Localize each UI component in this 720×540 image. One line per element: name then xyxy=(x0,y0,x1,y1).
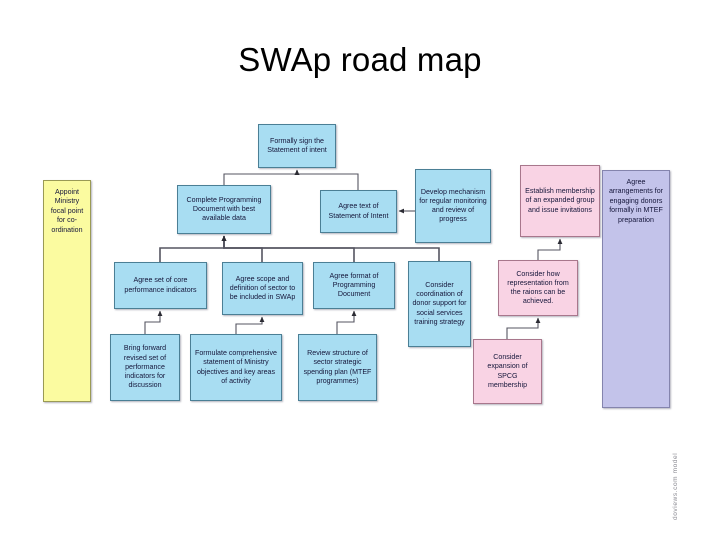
node-consider-spcg-expansion[interactable]: Consider expansion of SPCG membership xyxy=(473,339,542,404)
node-label: Formulate comprehensive statement of Min… xyxy=(194,349,277,385)
node-label: Develop mechanism for regular monitoring… xyxy=(419,187,487,224)
node-label: Agree text of Statement of Intent xyxy=(328,202,389,220)
node-label: Agree format of Programming Document xyxy=(329,271,379,299)
node-label: Review structure of sector strategic spe… xyxy=(303,349,372,385)
connector-bring-forward-to-core-indicators xyxy=(144,310,163,334)
connector-formulate-to-scope xyxy=(235,316,265,334)
connector-scope-to-complete-doc xyxy=(221,235,263,262)
connector-agree-text-to-sign xyxy=(294,169,359,190)
node-label: Consider how representation from the rai… xyxy=(507,269,569,306)
node-label: Complete Programming Document with best … xyxy=(186,195,262,223)
connector-spcg-to-raion xyxy=(506,317,541,339)
node-bring-forward-revised-indicators[interactable]: Bring forward revised set of performance… xyxy=(110,334,180,401)
node-agree-core-performance-indicators[interactable]: Agree set of core performance indicators xyxy=(114,262,207,309)
connector-core-indicators-to-complete-doc xyxy=(159,235,227,262)
node-agree-arrangements-mtef[interactable]: Agree arrangements for engaging donors f… xyxy=(602,170,670,408)
node-agree-format-programming-document[interactable]: Agree format of Programming Document xyxy=(313,262,395,309)
node-review-mtef-structure[interactable]: Review structure of sector strategic spe… xyxy=(298,334,377,401)
node-label: Establish membership of an expanded grou… xyxy=(525,187,595,214)
watermark-text: doviews.com model xyxy=(672,452,679,520)
node-label: Consider expansion of SPCG membership xyxy=(487,353,528,389)
node-agree-scope-and-definition[interactable]: Agree scope and definition of sector to … xyxy=(222,262,303,315)
node-label: Bring forward revised set of performance… xyxy=(123,344,167,390)
connector-review-mtef-to-format xyxy=(336,310,357,334)
node-formulate-ministry-statement[interactable]: Formulate comprehensive statement of Min… xyxy=(190,334,282,401)
connector-raion-to-establish xyxy=(537,238,563,260)
page-title: SWAp road map xyxy=(238,41,482,79)
connector-donor-coord-to-complete-doc xyxy=(221,235,440,261)
node-develop-monitoring-mechanism[interactable]: Develop mechanism for regular monitoring… xyxy=(415,169,491,243)
connector-format-to-complete-doc xyxy=(221,235,355,262)
node-label: Agree scope and definition of sector to … xyxy=(229,274,296,302)
node-establish-membership[interactable]: Establish membership of an expanded grou… xyxy=(520,165,600,237)
node-appoint-focal-point[interactable]: Appoint Ministry focal point for co-ordi… xyxy=(43,180,91,402)
node-consider-raion-representation[interactable]: Consider how representation from the rai… xyxy=(498,260,578,316)
connector-complete-doc-to-sign xyxy=(223,169,300,185)
node-label: Formally sign the Statement of intent xyxy=(267,136,327,154)
node-formally-sign-statement-of-intent[interactable]: Formally sign the Statement of intent xyxy=(258,124,336,168)
node-label: Agree set of core performance indicators xyxy=(124,276,197,294)
node-label: Consider coordination of donor support f… xyxy=(412,280,467,326)
node-label: Agree arrangements for engaging donors f… xyxy=(608,178,664,224)
node-complete-programming-document[interactable]: Complete Programming Document with best … xyxy=(177,185,271,234)
node-agree-text-statement-of-intent[interactable]: Agree text of Statement of Intent xyxy=(320,190,397,233)
node-label: Appoint Ministry focal point for co-ordi… xyxy=(50,188,84,234)
node-consider-donor-coordination[interactable]: Consider coordination of donor support f… xyxy=(408,261,471,347)
